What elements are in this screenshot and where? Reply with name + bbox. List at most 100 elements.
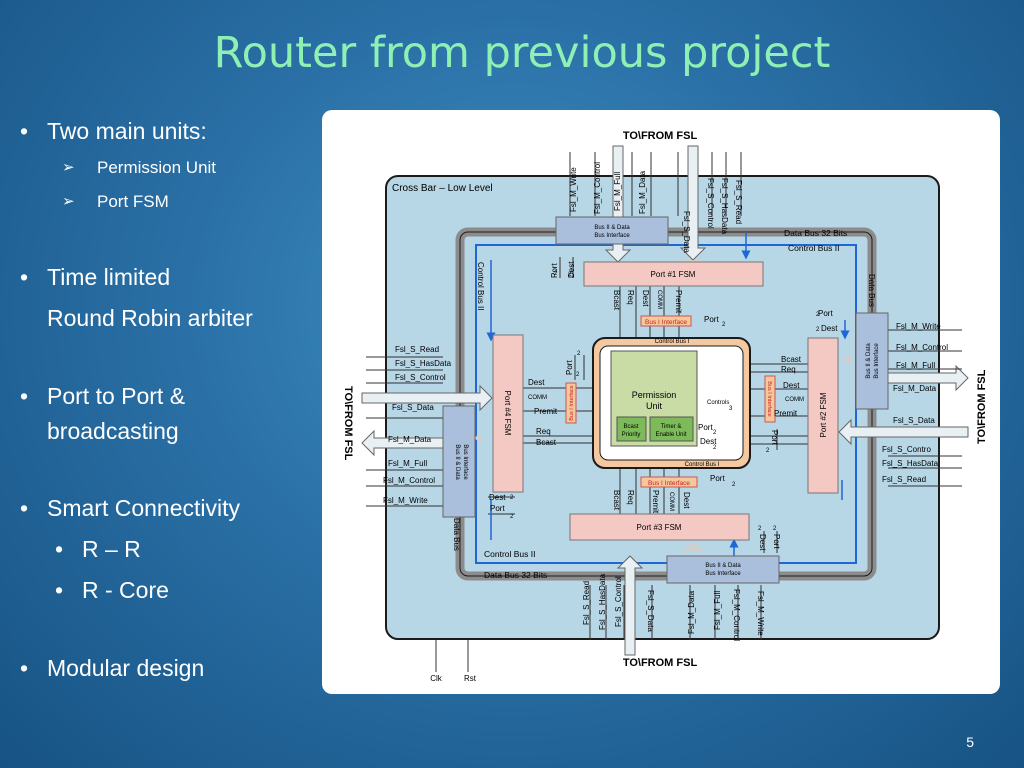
fsl-arrow-top-down	[604, 145, 632, 263]
svg-text:Fsl_M_Data: Fsl_M_Data	[893, 384, 937, 393]
control-bus-label-left: Control Bus II	[476, 262, 485, 310]
svg-text:2: 2	[816, 327, 820, 333]
clk-label: Clk	[430, 674, 443, 683]
svg-text:Fsl_S_Data: Fsl_S_Data	[392, 403, 434, 412]
svg-text:Dest: Dest	[700, 437, 717, 446]
bullet-text: Two main units:	[47, 118, 207, 144]
svg-text:Dest: Dest	[567, 261, 576, 278]
bullet-text: Modular design	[47, 655, 205, 681]
svg-text:Fsl_M_Full: Fsl_M_Full	[613, 172, 622, 211]
data-bus-label-bottom: Data Bus 32 Bits	[484, 570, 547, 580]
bus-i-interface-top	[640, 315, 692, 327]
svg-text:Fsl_S_Read: Fsl_S_Read	[395, 345, 439, 354]
bus-i-interface-left	[565, 382, 577, 424]
svg-text:Port: Port	[818, 309, 833, 318]
port4-fsm	[492, 334, 524, 493]
control-bus-label-top: Control Bus II	[788, 243, 840, 253]
fsl-arrow-left-in	[361, 384, 493, 412]
bullet-marker: •	[55, 536, 64, 562]
svg-text:Bus I Interface: Bus I Interface	[645, 319, 687, 326]
svg-text:Bus II & Data: Bus II & Data	[454, 444, 460, 480]
fsl-arrow-right-out	[887, 364, 969, 392]
svg-text:2: 2	[816, 312, 820, 318]
svg-text:Dest: Dest	[528, 378, 545, 387]
svg-text:Fsl_S_Control: Fsl_S_Control	[706, 178, 715, 229]
svg-text:2: 2	[510, 495, 514, 501]
svg-text:Bus I Interface: Bus I Interface	[648, 480, 690, 487]
svg-text:Bus II & Data: Bus II & Data	[594, 225, 630, 231]
svg-text:Fsl_S_Control: Fsl_S_Control	[395, 373, 446, 382]
port3-fsm	[569, 513, 750, 541]
svg-text:Dest: Dest	[821, 324, 838, 333]
svg-text:3: 3	[729, 406, 733, 412]
svg-text:Bus Interface: Bus Interface	[594, 233, 630, 239]
svg-text:Dest: Dest	[783, 381, 800, 390]
bullet-text: Smart Connectivity	[47, 495, 241, 521]
bus-interface-bottom	[666, 555, 780, 584]
svg-text:Premit: Premit	[651, 490, 660, 514]
bus-i-interface-right	[764, 375, 776, 423]
svg-text:2: 2	[576, 372, 580, 378]
fsl-label-top: TO\FROM FSL	[623, 130, 698, 142]
bullet-text: Time limited	[47, 264, 171, 290]
rst-label: Rst	[464, 674, 477, 683]
svg-text:Bus Interface: Bus Interface	[462, 444, 468, 480]
bcast-priority-box	[616, 416, 647, 442]
data-bus-label-right: Data Bus	[867, 274, 876, 307]
svg-text:COMM: COMM	[656, 290, 662, 309]
bullet-marker: •	[55, 577, 64, 603]
svg-text:Enable Unit: Enable Unit	[655, 432, 686, 438]
unit-label: Unit	[646, 401, 663, 411]
svg-text:Fsl_M_Control: Fsl_M_Control	[896, 343, 948, 352]
svg-text:Priority: Priority	[622, 432, 641, 438]
svg-text:Bcast: Bcast	[623, 424, 638, 430]
bus-interface-top	[555, 216, 669, 245]
svg-text:2: 2	[732, 482, 736, 488]
bullet-marker: •	[20, 118, 29, 144]
bus-i-interface-bottom	[640, 476, 698, 488]
fsl-label-right: TO\FROM FSL	[976, 369, 988, 444]
crossbar-label: Cross Bar – Low Level	[392, 183, 493, 194]
svg-text:Port #3 FSM: Port #3 FSM	[637, 523, 682, 532]
fsl-arrow-top-down	[679, 145, 707, 261]
svg-text:Fsl_S_HasData: Fsl_S_HasData	[598, 573, 607, 630]
fsl-arrow-bottom-up	[616, 555, 644, 656]
svg-text:Fsl_S_Read: Fsl_S_Read	[734, 180, 743, 224]
svg-text:Req: Req	[536, 427, 551, 436]
diagram-panel: Cross Bar – Low Level Data Bus 32 Bits C…	[322, 110, 1000, 694]
svg-text:Req: Req	[626, 490, 635, 505]
bullet-marker: •	[20, 264, 29, 290]
svg-text:2: 2	[510, 514, 514, 520]
svg-text:Fsl_M_Write: Fsl_M_Write	[383, 496, 428, 505]
svg-text:Port: Port	[550, 263, 559, 278]
bullet-text: R – R	[82, 536, 141, 562]
svg-text:Dest: Dest	[682, 492, 691, 509]
svg-text:Port #4 FSM: Port #4 FSM	[503, 391, 512, 436]
svg-text:Port: Port	[772, 534, 781, 549]
svg-text:Fsl_M_Full: Fsl_M_Full	[388, 459, 427, 468]
svg-text:Premit: Premit	[674, 290, 683, 314]
bullet-text: Port to Port &	[47, 383, 186, 409]
svg-text:Fsl_S_HasData: Fsl_S_HasData	[395, 359, 452, 368]
svg-text:Fsl_S_Data: Fsl_S_Data	[646, 590, 655, 632]
svg-text:Bcast: Bcast	[612, 490, 621, 511]
arrow-bullet-icon: ➢	[62, 159, 75, 176]
svg-text:Fsl_S_Data: Fsl_S_Data	[893, 416, 935, 425]
svg-text:Premit: Premit	[774, 409, 798, 418]
svg-text:Fsl_M_Write: Fsl_M_Write	[569, 167, 578, 212]
svg-text:Fsl_M_Write: Fsl_M_Write	[896, 322, 941, 331]
bus-interface-right	[855, 312, 889, 410]
svg-text:Fsl_M_Data: Fsl_M_Data	[388, 435, 432, 444]
bullet-marker: •	[20, 495, 29, 521]
svg-text:Req: Req	[781, 365, 796, 374]
fsl-label-bottom: TO\FROM FSL	[623, 657, 698, 669]
svg-text:Req: Req	[626, 290, 635, 305]
bullet-text: R - Core	[82, 577, 169, 603]
svg-text:Port: Port	[698, 423, 713, 432]
bullet-text: broadcasting	[47, 418, 179, 444]
svg-text:Port: Port	[710, 474, 725, 483]
svg-text:Fsl_M_Data: Fsl_M_Data	[638, 170, 647, 214]
svg-text:COMM: COMM	[528, 395, 547, 401]
permission-label: Permission	[632, 390, 677, 400]
bus-interface-left	[442, 405, 476, 518]
